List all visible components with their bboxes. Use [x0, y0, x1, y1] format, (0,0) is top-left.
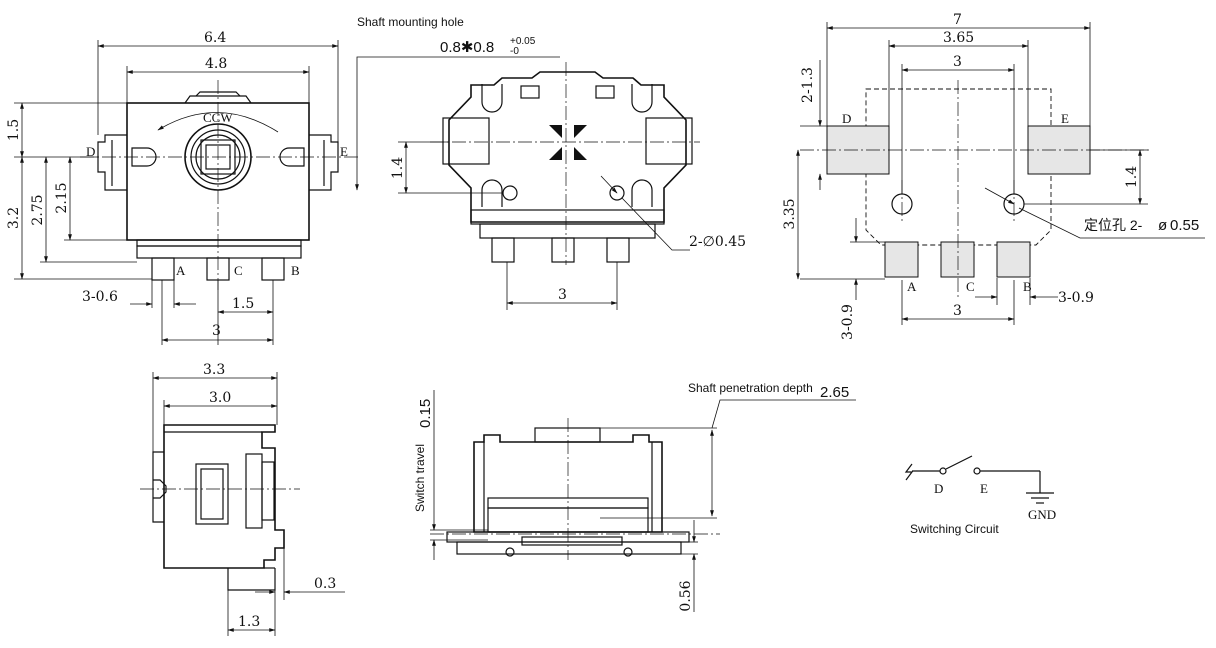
footprint-outline	[865, 88, 1052, 246]
side-view: 3.3 3.0 0.3 1.3	[140, 362, 345, 636]
dim-pin-width: 3-0.6	[82, 289, 118, 305]
pad-b	[996, 241, 1031, 278]
contact-d	[939, 467, 947, 475]
pad-a-label: A	[907, 279, 917, 294]
bottom-dim-span: 3	[558, 287, 567, 303]
lug-right	[309, 134, 339, 191]
front-dim-0-56: 0.56	[678, 580, 694, 611]
shaft-hole-title: Shaft mounting hole	[357, 15, 464, 29]
pad-a	[884, 241, 919, 278]
dim-6-4: 6.4	[204, 30, 226, 46]
shaft-hole-note: Shaft mounting hole 0.8✱0.8 +0.05 -0	[355, 15, 560, 191]
ccw-label: CCW	[203, 110, 233, 125]
pin-b-label: B	[291, 263, 300, 278]
dim-1-5: 1.5	[6, 119, 22, 141]
pin-a-label: A	[176, 263, 186, 278]
fp-dim-span: 3	[953, 303, 962, 319]
travel-value: 0.15	[417, 399, 434, 428]
fp-dim-1-4: 1.4	[1124, 166, 1140, 188]
switching-circuit: D E GND Switching Circuit	[904, 455, 1056, 536]
fp-dim-2-1-3: 2-1.3	[800, 67, 816, 103]
bottom-dim-holes: 2-∅0.45	[689, 234, 746, 250]
pad-c-label: C	[966, 279, 975, 294]
circuit-title: Switching Circuit	[910, 522, 999, 536]
side-d-label: D	[86, 144, 95, 159]
slot-e	[279, 147, 305, 167]
dim-2-75: 2.75	[30, 194, 46, 225]
side-dim-3-0: 3.0	[209, 390, 231, 406]
circuit-e-label: E	[980, 481, 988, 496]
front-view: Shaft penetration depth 2.65 Switch trav…	[413, 381, 856, 612]
pad-c	[940, 241, 975, 278]
circuit-gnd-label: GND	[1028, 507, 1056, 522]
dim-3-2: 3.2	[6, 207, 22, 229]
locating-value: 0.55	[1170, 217, 1199, 234]
pad-d-label: D	[842, 111, 851, 126]
pad-b-label: B	[1023, 279, 1032, 294]
side-dim-3-3: 3.3	[203, 362, 225, 378]
travel-label: Switch travel	[413, 444, 427, 512]
bottom-dim-1-4: 1.4	[390, 157, 406, 179]
dim-span-3: 3	[212, 323, 221, 339]
pin-b	[261, 257, 285, 281]
pad-e-label: E	[1061, 111, 1069, 126]
fp-dim-3-65: 3.65	[943, 30, 974, 46]
side-view-body	[163, 424, 285, 569]
switch-blade	[945, 455, 973, 470]
bottom-hole-right	[609, 185, 625, 201]
front-shaft-cap	[534, 427, 601, 443]
bottom-hole-left	[502, 185, 518, 201]
circuit-d-label: D	[934, 481, 943, 496]
bottom-view: 1.4 2-∅0.45 3	[390, 62, 746, 310]
fp-dim-7: 7	[953, 12, 962, 28]
dim-pitch: 1.5	[232, 296, 254, 312]
pin-a	[151, 257, 175, 281]
fp-dim-pad-width: 3-0.9	[1058, 290, 1094, 306]
side-detent	[195, 463, 229, 525]
slot-d	[131, 147, 157, 167]
side-dim-0-3: 0.3	[314, 576, 336, 592]
shaft-hole-tol-plus: +0.05	[510, 36, 536, 47]
circuit-input-arrow	[904, 463, 914, 481]
pcb-footprint: D E A C B 7 3.65 3 2-1.3 3.35 3-0.9	[782, 12, 1205, 340]
dim-2-15: 2.15	[54, 182, 70, 213]
bottom-view-body	[448, 71, 687, 223]
fp-dim-3: 3	[953, 54, 962, 70]
locating-prefix: 定位孔 2-	[1084, 217, 1143, 233]
fp-dim-3-0-9-vertical: 3-0.9	[840, 304, 856, 340]
contact-e	[973, 467, 981, 475]
fp-dim-3-35: 3.35	[782, 198, 798, 229]
top-view: CCW A C B D E 6.4 4.8 1.5 3.2	[6, 30, 360, 345]
depth-value: 2.65	[820, 384, 849, 401]
depth-label: Shaft penetration depth	[688, 381, 813, 395]
pin-c-label: C	[234, 263, 243, 278]
side-e-label: E	[340, 144, 348, 159]
dim-4-8: 4.8	[205, 56, 227, 72]
shaft-hole-tol-minus: -0	[510, 46, 519, 57]
shaft-hole-value: 0.8✱0.8	[440, 39, 494, 56]
locating-phi: ø	[1158, 217, 1167, 234]
side-dim-1-3: 1.3	[238, 614, 260, 630]
